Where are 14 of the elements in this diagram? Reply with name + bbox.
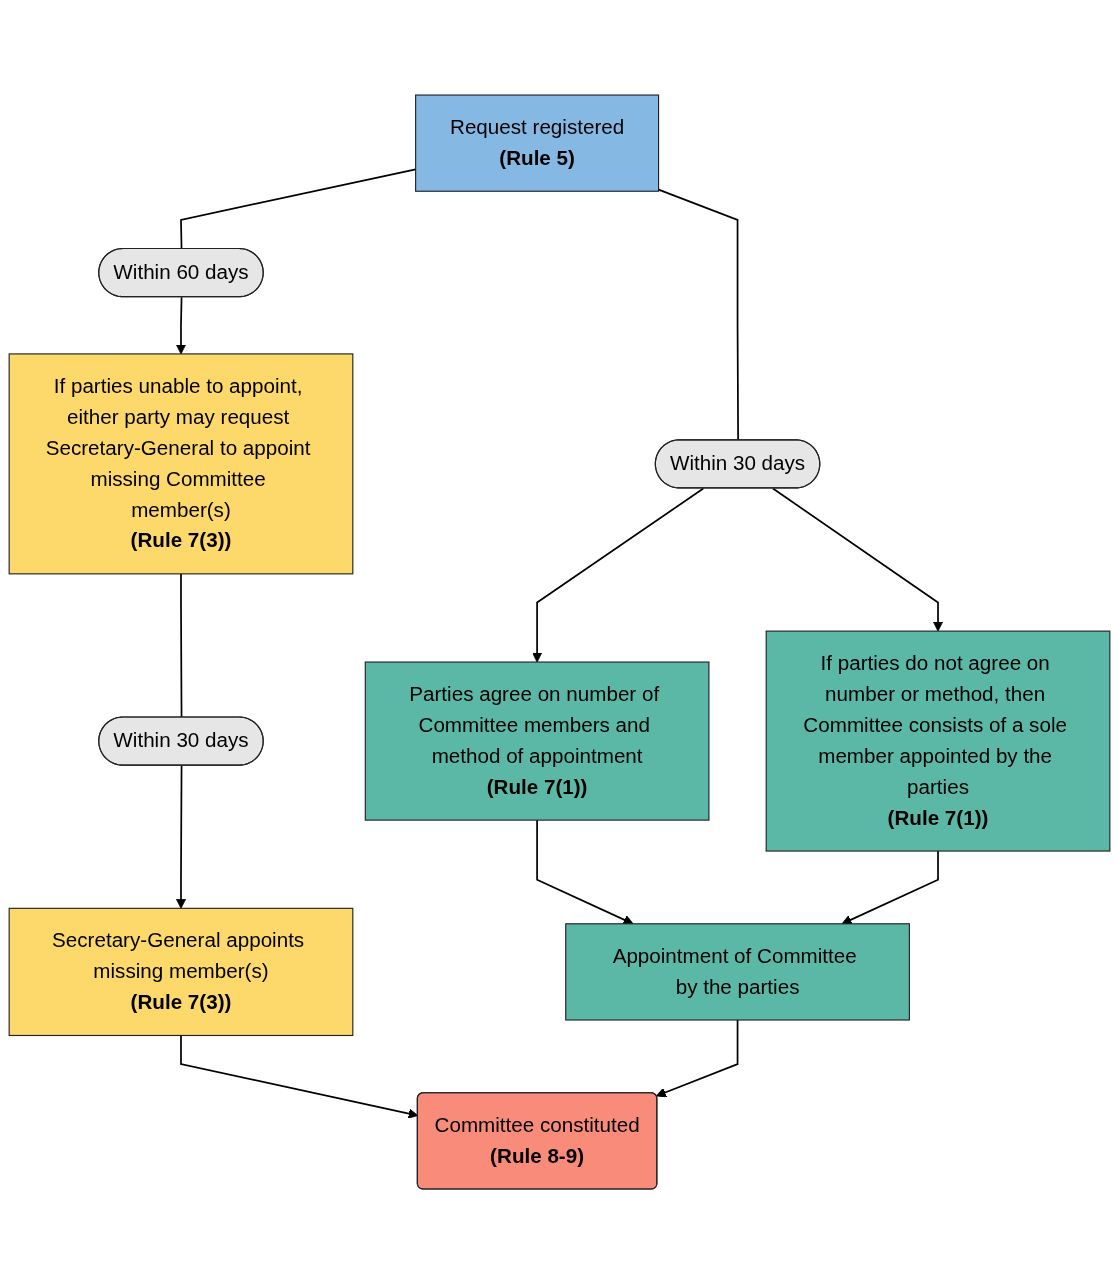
arrow — [772, 487, 944, 632]
node-box: If parties do not agree on number or method, then Committee consists of a sole member appointed by the parties (Rule 7(1)) — [765, 630, 1111, 852]
node-box: Appointment of Committee by the parties — [565, 923, 910, 1021]
node-box: If parties unable to appoint, either party may request Secretary-General to appoint missing Committee member(s) (Rule 7(3)) — [8, 353, 354, 575]
arrow — [656, 1019, 739, 1098]
arrow — [536, 819, 634, 925]
connector — [180, 573, 183, 719]
arrow — [175, 296, 187, 355]
node-box: Secretary-General appoints missing member(s) (Rule 7(3)) — [8, 907, 354, 1037]
arrow — [532, 487, 705, 663]
node-box: Parties agree on number of Committee members and method of appointment (Rule 7(1)) — [364, 661, 710, 821]
arrow — [841, 850, 939, 925]
arrow — [175, 764, 187, 909]
node-box: Request registered (Rule 5) — [415, 94, 660, 192]
